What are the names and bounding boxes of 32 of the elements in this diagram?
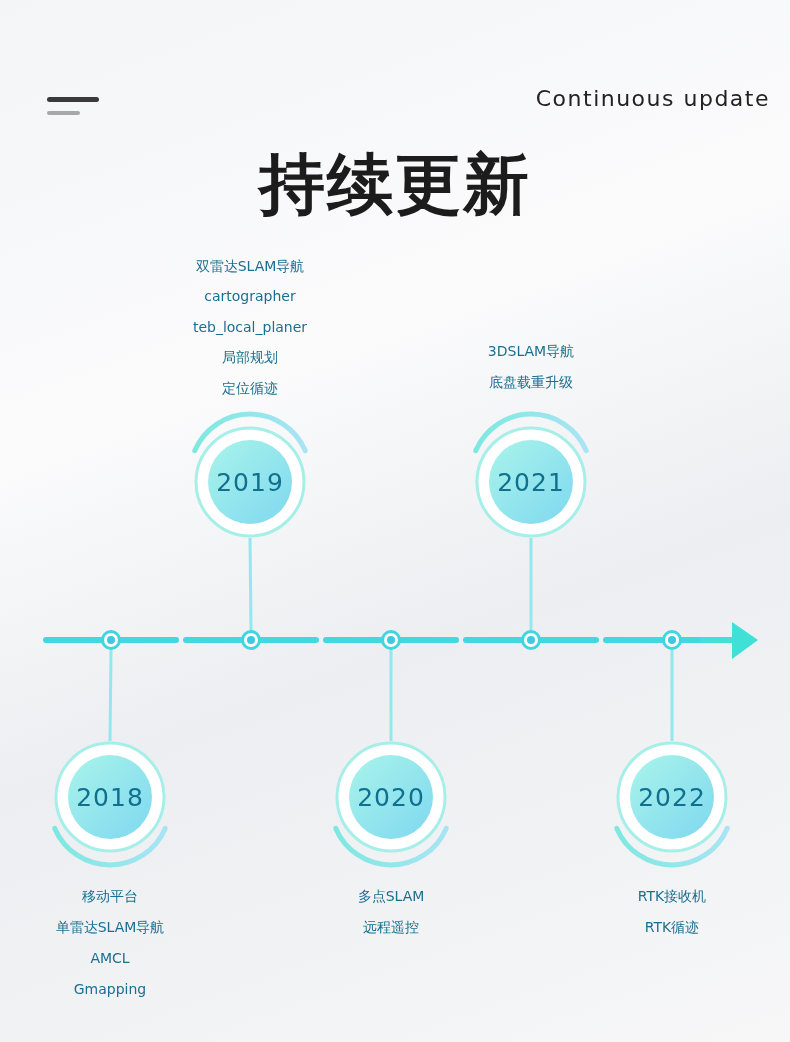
feature-text: 多点SLAM [357, 887, 425, 905]
feature-text: 3DSLAM导航 [487, 342, 575, 360]
feature-text: Gmapping [73, 980, 147, 998]
feature-text: 局部规划 [222, 348, 278, 366]
year-circle [475, 426, 587, 538]
year-text: 2022 [638, 782, 706, 812]
title-text: 持续更新 [259, 146, 531, 223]
year-text: 2020 [357, 782, 425, 812]
connector-line [670, 650, 674, 741]
feature-text: RTK循迹 [644, 918, 700, 936]
feature-text: 底盘载重升级 [489, 373, 573, 391]
year-text: 2018 [76, 782, 144, 812]
feature-text: 定位循迹 [222, 379, 278, 397]
connector-line [108, 650, 113, 741]
feature-text: 双雷达SLAM导航 [195, 257, 305, 275]
connector-line [389, 650, 393, 741]
connector-line [248, 538, 253, 630]
feature-text: 单雷达SLAM导航 [55, 918, 165, 936]
feature-text: RTK接收机 [637, 887, 707, 905]
year-text: 2019 [216, 467, 284, 497]
feature-text: teb_local_planer [192, 318, 308, 336]
feature-text: cartographer [204, 287, 296, 305]
subtitle-text: Continuous update [535, 86, 770, 111]
year-text: 2021 [497, 467, 565, 497]
feature-text: AMCL [90, 949, 130, 967]
year-circle [194, 426, 306, 538]
feature-text: 移动平台 [82, 887, 138, 905]
year-circle [335, 741, 447, 853]
year-circle [616, 741, 728, 853]
connector-line [529, 538, 533, 630]
feature-text: 远程遥控 [363, 918, 419, 936]
year-circle [54, 741, 166, 853]
